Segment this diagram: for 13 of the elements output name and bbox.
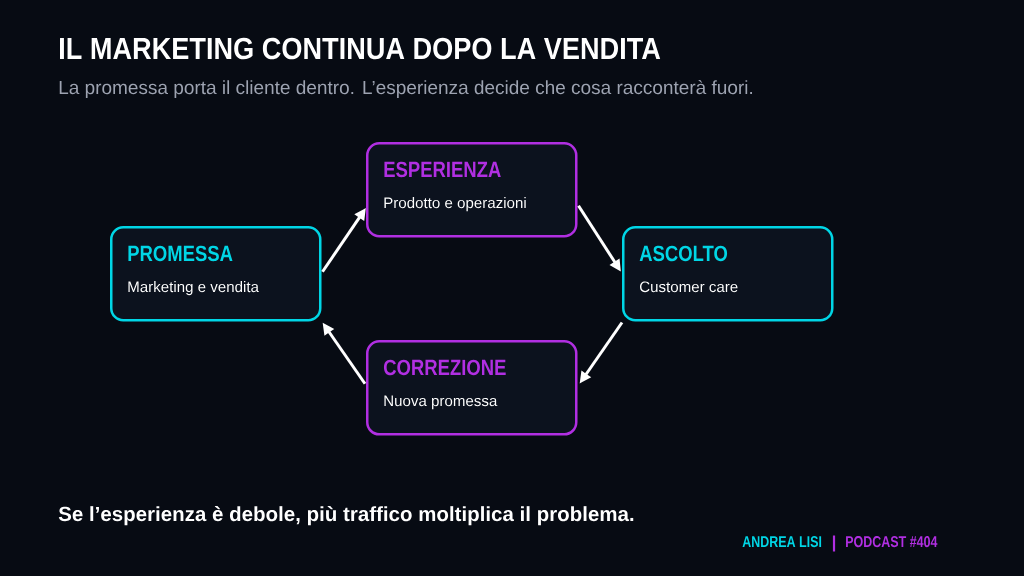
stage-title: ESPERIENZA — [384, 161, 501, 178]
stage-description: Marketing e vendita — [128, 281, 259, 296]
stage-title: PROMESSA — [128, 245, 233, 262]
stage-title: ASCOLTO — [639, 245, 728, 262]
title: IL MARKETING CONTINUA DOPO LA VENDITA — [60, 37, 661, 60]
takeaway-text: Se l’esperienza è debole, più traffico moltiplica il problema. — [58, 505, 634, 526]
subtitle: La promessa porta il cliente dentro. L’esperienza decide che cosa racconterà fuori. — [59, 80, 752, 98]
stage-title: CORREZIONE — [383, 359, 506, 376]
author-name: ANDREA LISI — [742, 536, 822, 548]
stage-description: Prodotto e operazioni — [384, 197, 526, 212]
episode-number: PODCAST #404 — [846, 536, 938, 548]
stage-description: Customer care — [640, 281, 738, 293]
stage-description: Nuova promessa — [384, 395, 498, 410]
